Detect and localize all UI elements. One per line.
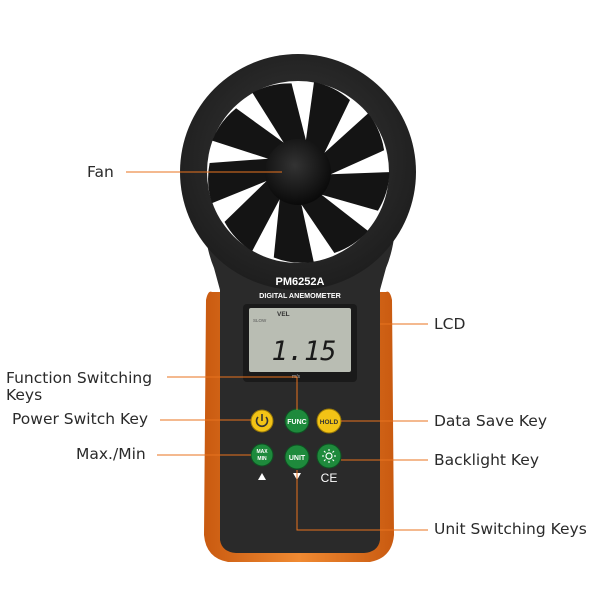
lcd-mode: VEL — [277, 311, 290, 318]
power-icon — [255, 414, 269, 428]
func-button[interactable]: FUNC — [284, 408, 310, 434]
label-power-switch-key: Power Switch Key — [12, 410, 149, 428]
unit-button[interactable]: UNIT — [284, 444, 310, 470]
lcd-reading: 1.15 — [271, 336, 336, 367]
lcd-indicator: SLOW — [253, 318, 267, 323]
backlight-button[interactable] — [316, 443, 342, 469]
label-lcd: LCD — [434, 315, 466, 333]
up-arrow-icon — [258, 473, 266, 480]
label-function-switching-keys: Function Switching Keys — [6, 369, 153, 404]
lcd-screen — [249, 308, 351, 372]
label-max-min: Max./Min — [76, 445, 146, 463]
label-data-save-key: Data Save Key — [434, 412, 548, 430]
label-backlight-key: Backlight Key — [434, 451, 540, 469]
max-min-button[interactable]: MAX MIN — [250, 443, 274, 467]
hold-button[interactable]: HOLD — [316, 408, 342, 434]
max-label: MAX — [256, 449, 268, 455]
label-unit-switching-keys: Unit Switching Keys — [434, 520, 587, 538]
power-button[interactable] — [250, 409, 274, 433]
func-button-label: FUNC — [287, 419, 306, 426]
model-label: PM6252A — [276, 276, 325, 288]
leader-function — [167, 376, 298, 410]
ce-mark: CE — [321, 471, 338, 485]
leader-lines — [126, 171, 428, 531]
label-fan: Fan — [87, 163, 114, 181]
unit-button-label: UNIT — [289, 455, 306, 462]
device-name-label: DIGITAL ANEMOMETER — [259, 291, 342, 300]
hold-button-label: HOLD — [320, 419, 339, 426]
sun-icon — [322, 449, 336, 463]
leader-unit — [296, 470, 428, 531]
fan-blades — [194, 69, 396, 275]
fan-hub — [265, 139, 331, 205]
min-label: MIN — [257, 456, 267, 462]
